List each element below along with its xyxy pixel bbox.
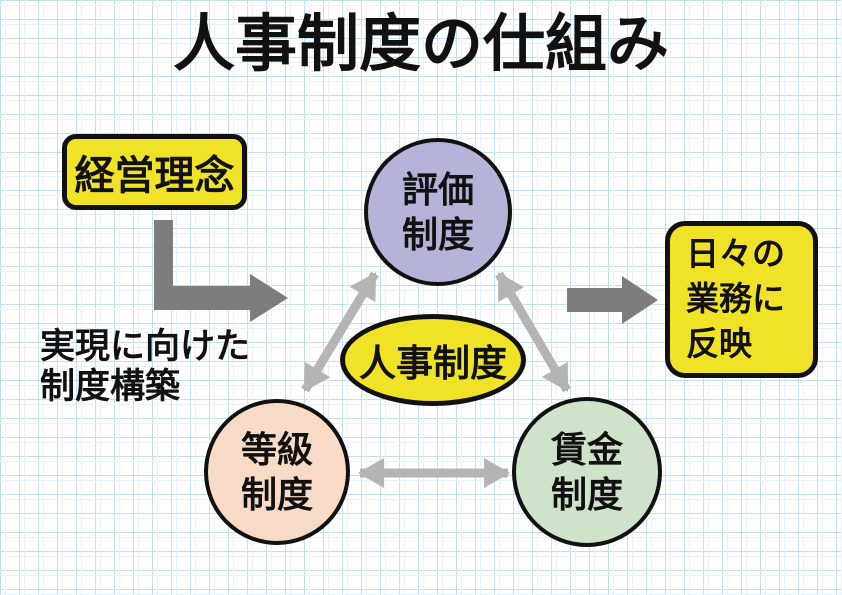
double-arrow-evaluation-wage bbox=[495, 271, 571, 393]
outcome-line-3: 反映 bbox=[686, 324, 752, 362]
note-text: 実現に向けた 制度構築 bbox=[40, 327, 250, 407]
note-line-1: 実現に向けた bbox=[40, 327, 251, 366]
wage-label-line-1: 賃金 bbox=[550, 429, 623, 470]
outcome-line-1: 日々の bbox=[686, 235, 785, 273]
hr-system-label: 人事制度 bbox=[359, 343, 507, 384]
evaluation-label-line-1: 評価 bbox=[401, 169, 474, 210]
evaluation-label-line-2: 制度 bbox=[401, 214, 474, 255]
philosophy-label: 経営理念 bbox=[74, 154, 235, 198]
outcome-line-2: 業務に bbox=[686, 280, 785, 318]
grade-circle: 等級 制度 bbox=[204, 399, 350, 545]
hr-system-ellipse: 人事制度 bbox=[340, 314, 526, 406]
wage-circle: 賃金 制度 bbox=[512, 397, 662, 547]
note-line-2: 制度構築 bbox=[40, 366, 181, 406]
flow-arrow-right bbox=[567, 276, 658, 324]
grade-label-line-1: 等級 bbox=[240, 429, 313, 470]
wage-label-line-2: 制度 bbox=[550, 474, 623, 515]
grade-label-line-2: 制度 bbox=[240, 474, 313, 515]
philosophy-box: 経営理念 bbox=[62, 134, 247, 210]
philosophy-elbow-arrow bbox=[154, 220, 288, 322]
outcome-box: 日々の 業務に 反映 bbox=[665, 221, 818, 378]
double-arrow-evaluation-grade bbox=[301, 271, 379, 393]
evaluation-circle: 評価 制度 bbox=[364, 138, 512, 286]
diagram-title: 人事制度の仕組み bbox=[172, 10, 669, 79]
